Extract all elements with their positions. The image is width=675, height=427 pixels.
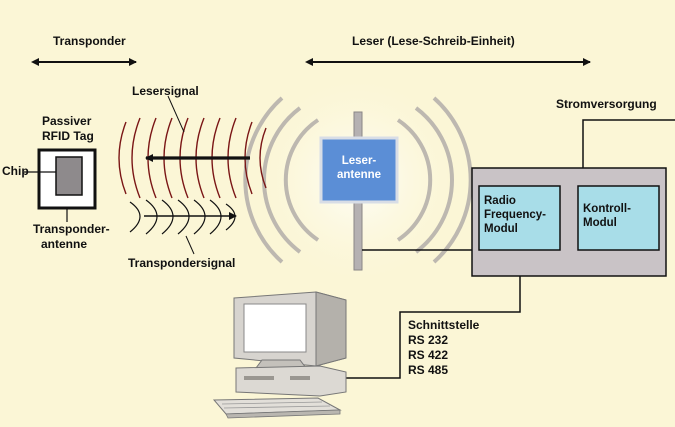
computer-icon	[212, 291, 347, 419]
power-label: Stromversorgung	[556, 97, 657, 111]
tag-title: Passiver RFID Tag	[42, 114, 94, 143]
transponder-signal-label: Transpondersignal	[128, 256, 236, 270]
reader-header: Leser (Lese-Schreib-Einheit)	[352, 34, 515, 48]
reader-signal-label: Lesersignal	[132, 84, 199, 98]
chip-label: Chip	[2, 164, 29, 178]
transponder-header: Transponder	[53, 34, 126, 48]
power-cable	[582, 119, 675, 168]
radio-module	[478, 185, 561, 251]
reader-antenna-label: Leser- antenne	[336, 155, 382, 181]
reader-unit	[471, 167, 667, 277]
radio-module-label: Radio Frequency- Modul	[484, 195, 546, 235]
rfid-tag	[24, 148, 97, 222]
interface-cable	[340, 276, 521, 379]
reader-signal-pointer	[167, 95, 185, 133]
transponder-signal-pointer	[185, 235, 195, 255]
interface-label: Schnittstelle RS 232 RS 422 RS 485	[408, 318, 480, 377]
reader-antenna	[319, 111, 399, 271]
antenna-emission-arcs	[243, 96, 473, 264]
control-module	[577, 185, 660, 251]
transponder-signal-waves	[129, 199, 236, 235]
tag-antenna-label: Transponder- antenne	[33, 222, 110, 251]
control-module-label: Kontroll- Modul	[583, 203, 631, 229]
chip-icon	[55, 156, 83, 196]
